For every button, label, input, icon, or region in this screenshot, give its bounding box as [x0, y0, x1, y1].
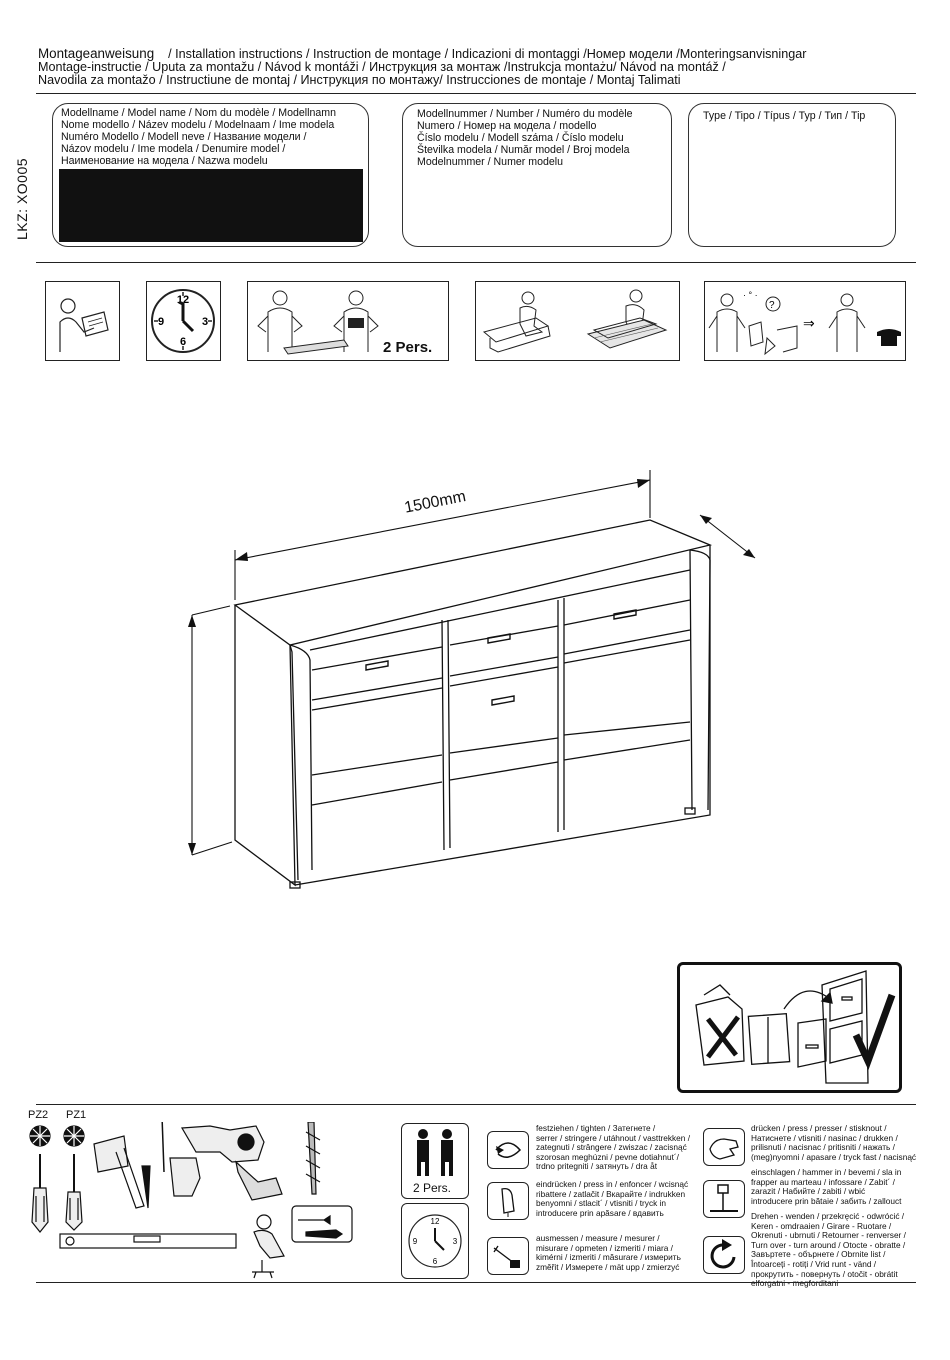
- tools-illustration: [29, 1122, 353, 1279]
- model-number-line: Numero / Номер на модела / modello: [417, 120, 597, 132]
- section-rule: [36, 262, 916, 263]
- header-line-3: Navodila za montažo / Instructiune de mo…: [38, 73, 681, 87]
- model-number-line: Číslo modelu / Modell száma / Číslo mode…: [417, 132, 624, 144]
- press-legend-icon-frame: [703, 1128, 745, 1166]
- header-rule: [36, 93, 916, 94]
- header-title-rest: / Installation instructions / Instructio…: [168, 47, 807, 61]
- two-persons-small-icon: [417, 1129, 453, 1176]
- measure-text: ausmessen / measure / mesurer / misurare…: [536, 1233, 681, 1272]
- clock-small-number-9: 9: [413, 1237, 418, 1246]
- pz2-label: PZ2: [28, 1109, 49, 1121]
- clock-small-number-6: 6: [433, 1257, 438, 1266]
- model-number-box: Modellnummer / Number / Numéro du modèle…: [402, 103, 672, 247]
- hammer-in-icon: [710, 1184, 738, 1212]
- keep-instructions-box: [677, 962, 902, 1093]
- turn-over-text: Drehen - wenden / przekręcić - odwrócić …: [751, 1211, 906, 1289]
- model-name-line: Modellname / Model name / Nom du modèle …: [61, 107, 336, 119]
- two-persons-pictogram: 2 Pers.: [247, 281, 449, 361]
- press-in-text: eindrücken / press in / enfoncer / wcisn…: [536, 1179, 689, 1218]
- type-label: Type / Tipo / Típus / Typ / Тип / Tip: [703, 110, 866, 122]
- soft-surface-pictogram: [475, 281, 680, 361]
- pz1-label: PZ1: [66, 1109, 87, 1121]
- model-number-line: Številka modela / Număr model / Broj mod…: [417, 144, 630, 156]
- press-in-icon: [501, 1187, 515, 1217]
- clock-number-3: 3: [202, 316, 208, 328]
- model-name-line: Názov modelu / Ime modela / Denumire mod…: [61, 143, 286, 155]
- bottom-rule: [36, 1282, 916, 1283]
- svg-text:· ° ·: · ° ·: [743, 290, 758, 300]
- model-name-line: Nome modello / Název modelu / Modelnaam …: [61, 119, 335, 131]
- assembly-on-floor-icon: [482, 289, 668, 353]
- model-number-line: Modelnummer / Numer modelu: [417, 156, 564, 168]
- svg-text:?: ?: [769, 300, 775, 311]
- clock-icon: 12 3 6 9: [151, 289, 215, 353]
- hammer-in-text: einschlagen / hammer in / bevemi / sla i…: [751, 1167, 902, 1206]
- clock-small-icon: 12 3 6 9: [408, 1214, 462, 1268]
- model-number-line: Modellnummer / Number / Numéro du modèle: [417, 108, 633, 120]
- time-pictogram: 12 3 6 9: [146, 281, 221, 361]
- tighten-icon: [495, 1142, 522, 1158]
- measure-icon: [493, 1245, 520, 1268]
- model-name-line: Numéro Modello / Modell neve / Название …: [61, 131, 307, 143]
- press-in-legend-icon-frame: [487, 1182, 529, 1220]
- call-support-icon: · ° · ? ⇒: [708, 290, 901, 356]
- time-legend: 12 3 6 9: [401, 1203, 469, 1279]
- model-name-box: Modellname / Model name / Nom du modèle …: [52, 103, 369, 247]
- clock-number-9: 9: [158, 316, 164, 328]
- hand-press-icon: [709, 1138, 739, 1160]
- read-instructions-pictogram: [45, 281, 120, 361]
- side-code: LKZ: XO005: [14, 157, 30, 240]
- two-persons-small-label: 2 Pers.: [413, 1181, 452, 1195]
- two-persons-icon: [257, 290, 379, 355]
- header-line-2: Montage-instructie / Uputa za montažu / …: [38, 60, 726, 74]
- sideboard-drawing: [188, 470, 756, 889]
- clock-small-number-12: 12: [431, 1217, 440, 1226]
- clock-small-number-3: 3: [453, 1237, 458, 1246]
- keep-instructions-icon: [695, 970, 896, 1084]
- missing-parts-pictogram: · ° · ? ⇒: [704, 281, 906, 361]
- header-line-1: Montageanweisung / Installation instruct…: [38, 46, 807, 62]
- type-box: Type / Tipo / Típus / Typ / Тип / Tip: [688, 103, 896, 247]
- press-text: drücken / press / presser / stisknout / …: [751, 1123, 917, 1162]
- model-name-line: Наименование на модела / Nazwa modelu: [61, 155, 268, 167]
- header-title-main: Montageanweisung: [38, 46, 155, 61]
- tighten-text: festziehen / tighten / Затегнете / serre…: [536, 1123, 691, 1172]
- hammer-legend-icon-frame: [703, 1180, 745, 1218]
- svg-text:⇒: ⇒: [803, 315, 815, 331]
- turn-over-legend-icon-frame: [703, 1236, 745, 1274]
- two-persons-legend: 2 Pers.: [401, 1123, 469, 1199]
- tighten-legend-icon-frame: [487, 1131, 529, 1169]
- model-name-black-bar: [59, 169, 363, 242]
- two-persons-label: 2 Pers.: [383, 339, 433, 356]
- clock-number-6: 6: [180, 336, 186, 348]
- measure-legend-icon-frame: [487, 1237, 529, 1275]
- turn-over-icon: [710, 1239, 736, 1269]
- tools-rule: [36, 1104, 916, 1105]
- reading-person-icon: [59, 298, 109, 352]
